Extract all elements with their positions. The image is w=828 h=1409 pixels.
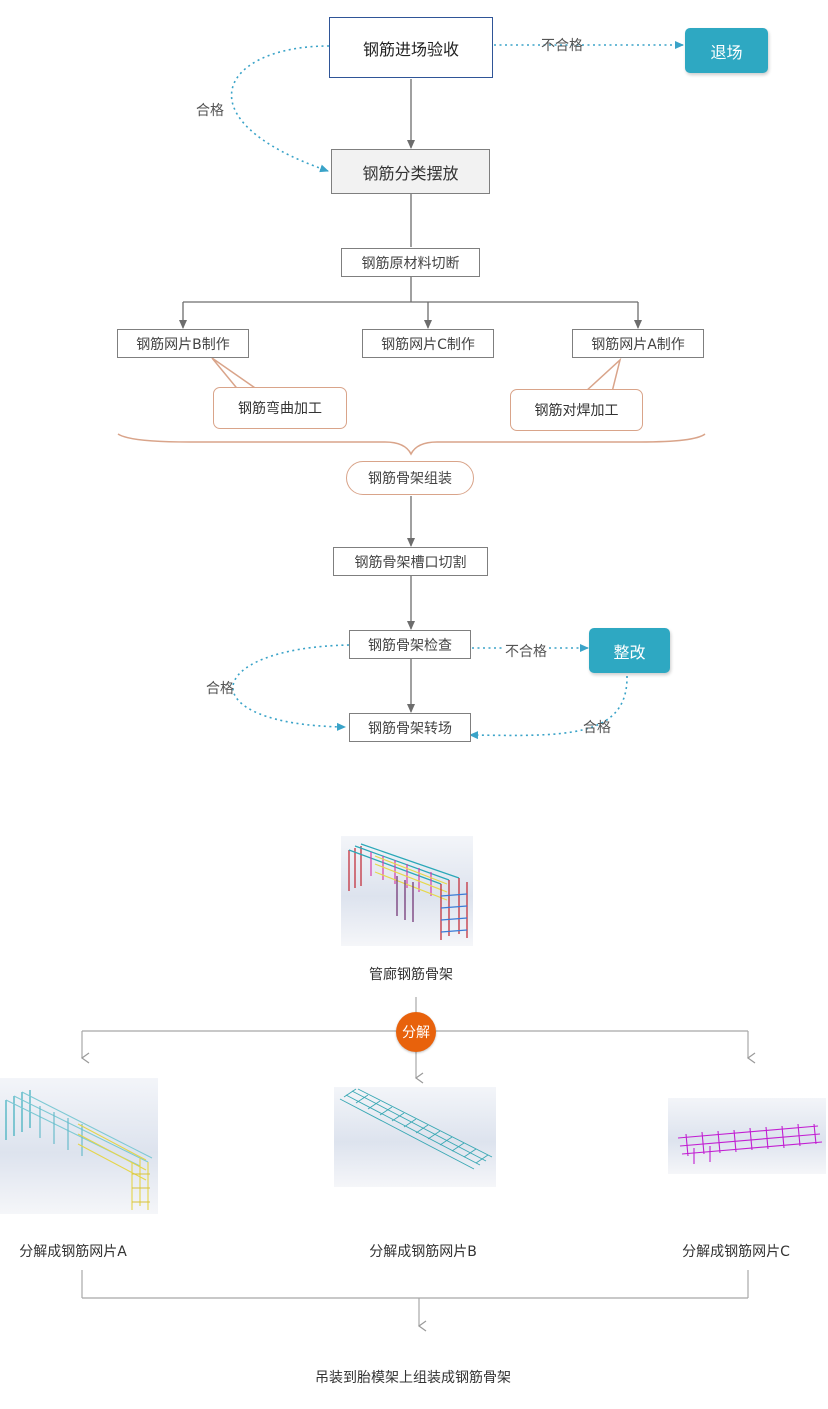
node-inspect: 钢筋骨架检查 xyxy=(349,630,471,659)
callout-bend: 钢筋弯曲加工 xyxy=(213,387,347,429)
rebar-skeleton-drawing xyxy=(348,843,468,940)
part-b-image xyxy=(334,1087,496,1187)
part-c-image xyxy=(668,1098,826,1174)
node-groove-cut: 钢筋骨架槽口切割 xyxy=(333,547,488,576)
node-rectify: 整改 xyxy=(589,628,670,673)
callout-tail-bend xyxy=(211,357,259,393)
node-cut: 钢筋原材料切断 xyxy=(341,248,480,277)
edge-label-fail-1: 不合格 xyxy=(541,38,583,54)
skeleton-caption: 管廊钢筋骨架 xyxy=(369,967,453,983)
edge-label-pass-2: 合格 xyxy=(206,681,234,697)
node-mesh-c: 钢筋网片C制作 xyxy=(362,329,494,358)
mesh-a-drawing xyxy=(5,1090,153,1210)
callout-tail-weld xyxy=(584,357,622,393)
part-b-caption: 分解成钢筋网片B xyxy=(369,1244,477,1260)
node-mesh-b: 钢筋网片B制作 xyxy=(117,329,249,358)
arrow-pass-sort xyxy=(230,45,330,173)
node-assemble: 钢筋骨架组装 xyxy=(346,461,474,495)
node-receive: 钢筋进场验收 xyxy=(329,17,493,78)
edge-label-fail-2: 不合格 xyxy=(505,641,547,661)
final-caption: 吊装到胎模架上组装成钢筋骨架 xyxy=(315,1370,511,1386)
grouping-brace xyxy=(117,433,706,456)
node-sort: 钢筋分类摆放 xyxy=(331,149,490,194)
skeleton-image xyxy=(341,836,473,946)
part-a-image xyxy=(0,1078,158,1214)
node-exit: 退场 xyxy=(685,28,768,73)
decompose-badge: 分解 xyxy=(396,1012,436,1052)
node-mesh-a: 钢筋网片A制作 xyxy=(572,329,704,358)
mesh-c-drawing xyxy=(677,1123,823,1164)
mesh-b-drawing xyxy=(339,1088,493,1170)
edge-label-pass-1: 合格 xyxy=(196,103,224,119)
arrow-pass-transfer-left xyxy=(232,644,350,731)
callout-butt-weld: 钢筋对焊加工 xyxy=(510,389,643,431)
edge-label-pass-3: 合格 xyxy=(583,720,611,736)
part-a-caption: 分解成钢筋网片A xyxy=(19,1244,127,1260)
part-c-caption: 分解成钢筋网片C xyxy=(682,1244,790,1260)
node-transfer: 钢筋骨架转场 xyxy=(349,713,471,742)
